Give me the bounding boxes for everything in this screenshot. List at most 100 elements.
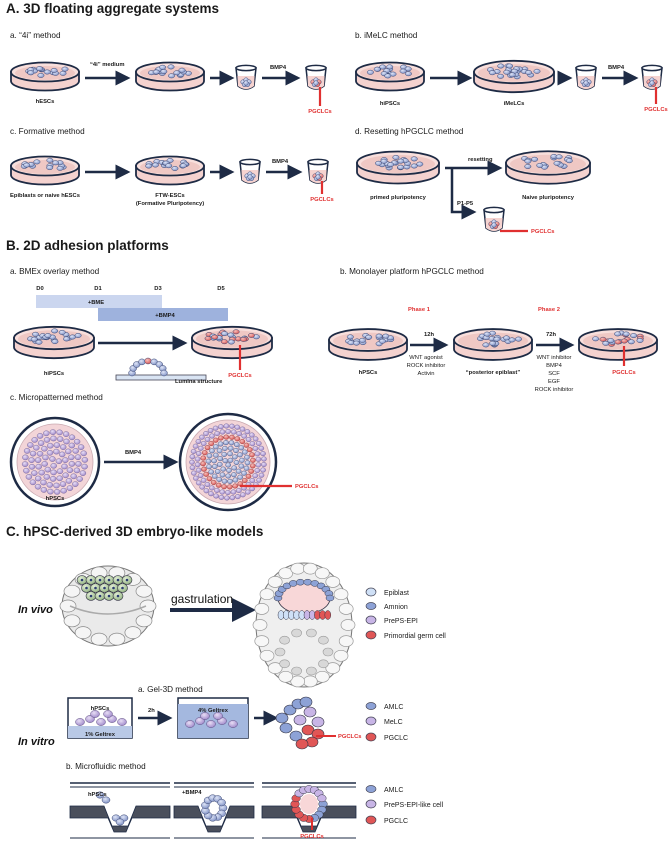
tube-cell	[243, 80, 249, 86]
micropattern-cell	[232, 477, 239, 483]
dish-cell	[171, 166, 179, 171]
label-pgclcs-mono: PGCLCs	[612, 370, 636, 376]
dish-cell	[46, 165, 54, 171]
lumina-structure	[128, 357, 168, 377]
micropattern-cell	[53, 482, 60, 489]
legend-in-vivo: Epiblast Amnion PrePS-EPI Primordial ger…	[365, 587, 446, 640]
chip-channel	[173, 805, 255, 833]
micropattern-cell	[194, 456, 201, 462]
epiblast-nucleus	[94, 586, 97, 590]
micropattern-cell	[72, 481, 79, 487]
micropattern-cell	[195, 467, 202, 473]
cluster-cell	[275, 712, 289, 724]
micropattern-cell	[226, 484, 233, 490]
dish-cell	[614, 339, 622, 345]
epiblast-nucleus	[103, 586, 106, 590]
phase1-factor-2: ROCK inhibitor	[407, 363, 446, 369]
chip-cell	[115, 818, 125, 826]
micropattern-cell	[234, 494, 241, 500]
dish-cell	[627, 339, 635, 345]
embryo-pre-cells	[59, 566, 157, 646]
micropattern-cell	[225, 462, 231, 468]
micropattern-cell	[207, 428, 214, 434]
micropattern-cell	[211, 473, 218, 479]
micropattern-cell	[212, 437, 219, 443]
hipsc-dish-bmex	[13, 325, 95, 360]
dish-cell	[373, 66, 381, 72]
micropattern-cell	[68, 461, 76, 467]
hypoblast-line	[69, 605, 147, 615]
cluster-cell	[303, 706, 317, 718]
micropattern-cell	[49, 456, 56, 462]
dish-cell	[43, 69, 51, 75]
amnion-cell	[288, 580, 298, 587]
label-imelcs: iMeLCs	[504, 101, 525, 107]
micropattern-cell	[233, 460, 240, 466]
micropattern-cell	[223, 440, 229, 446]
micropattern-cell	[40, 487, 48, 493]
micropattern-cell	[41, 461, 48, 467]
trophoblast-cell	[254, 603, 270, 615]
micropattern-cell	[46, 449, 54, 456]
micropattern-cell	[56, 468, 64, 475]
micropattern-cell	[235, 468, 242, 474]
amnion-cell	[296, 578, 305, 586]
micropattern-cell	[230, 429, 237, 435]
micropattern-cell	[241, 449, 248, 455]
dish-cell	[497, 63, 505, 69]
dish-cell	[555, 154, 563, 160]
micropattern-cell	[254, 451, 261, 457]
micropattern-cell	[219, 489, 226, 495]
micropattern-cell	[241, 478, 248, 484]
trophoblast-cell	[314, 567, 330, 580]
trophoblast-cell	[325, 662, 341, 674]
micropattern-cell	[211, 458, 217, 464]
legend-amlc-swatch	[365, 702, 377, 710]
dish-cell	[56, 165, 64, 171]
micropattern-cell	[60, 487, 67, 494]
label-gastrulation: gastrulation	[171, 592, 233, 606]
micropattern-cell	[213, 493, 219, 499]
trophoblast-cell	[59, 599, 77, 613]
micropattern-cell	[208, 491, 214, 497]
legend-amlc2: AMLC	[384, 787, 403, 794]
micropattern-cell	[50, 469, 57, 476]
micropattern-cell	[56, 429, 63, 436]
micropattern-cell	[216, 476, 222, 482]
epiblast-nucleus	[98, 578, 102, 582]
micropattern-cell	[258, 445, 265, 451]
day-d0: D0	[36, 286, 43, 292]
micropattern-cell	[231, 472, 237, 478]
epiblast-nucleus	[116, 594, 120, 598]
micropattern-cell	[44, 466, 51, 473]
dish-cell	[32, 331, 39, 337]
yolk-sac-cell	[279, 659, 290, 669]
micropattern-cell	[210, 480, 217, 486]
micropattern-cell	[212, 444, 219, 450]
micropattern-cell	[73, 438, 81, 445]
c-gel3d-title: a. Gel-3D method	[138, 685, 203, 694]
trophoblast-cell	[139, 599, 157, 613]
label-hipscs-bmex: hiPSCs	[44, 371, 64, 377]
dish-cell	[23, 162, 31, 168]
micropattern-cell	[233, 448, 239, 454]
bmp4-bar	[98, 308, 228, 321]
micropattern-cell	[222, 458, 229, 464]
micropattern-cell	[81, 457, 89, 463]
dish-cell	[508, 72, 516, 78]
micropattern-cell	[225, 429, 231, 435]
hipsc-dish	[355, 61, 425, 92]
legend-gel: AMLC MeLC PGCLC	[365, 702, 408, 742]
label-pgclcs-gel: PGCLCs	[338, 734, 362, 740]
trophoblast-cell	[290, 675, 306, 688]
micropattern-cell	[189, 465, 196, 471]
amnion-cell	[325, 594, 335, 602]
micropattern-cell	[217, 441, 224, 447]
legend-pgclc: PGCLC	[384, 735, 408, 742]
micropattern-cell	[81, 463, 88, 470]
lumina-cell	[138, 358, 146, 366]
dish-cell	[382, 333, 390, 339]
panel-resetting-method: resetting P1-P5 primed pluripotency Naiv…	[356, 150, 591, 235]
cluster-cell	[299, 696, 313, 708]
